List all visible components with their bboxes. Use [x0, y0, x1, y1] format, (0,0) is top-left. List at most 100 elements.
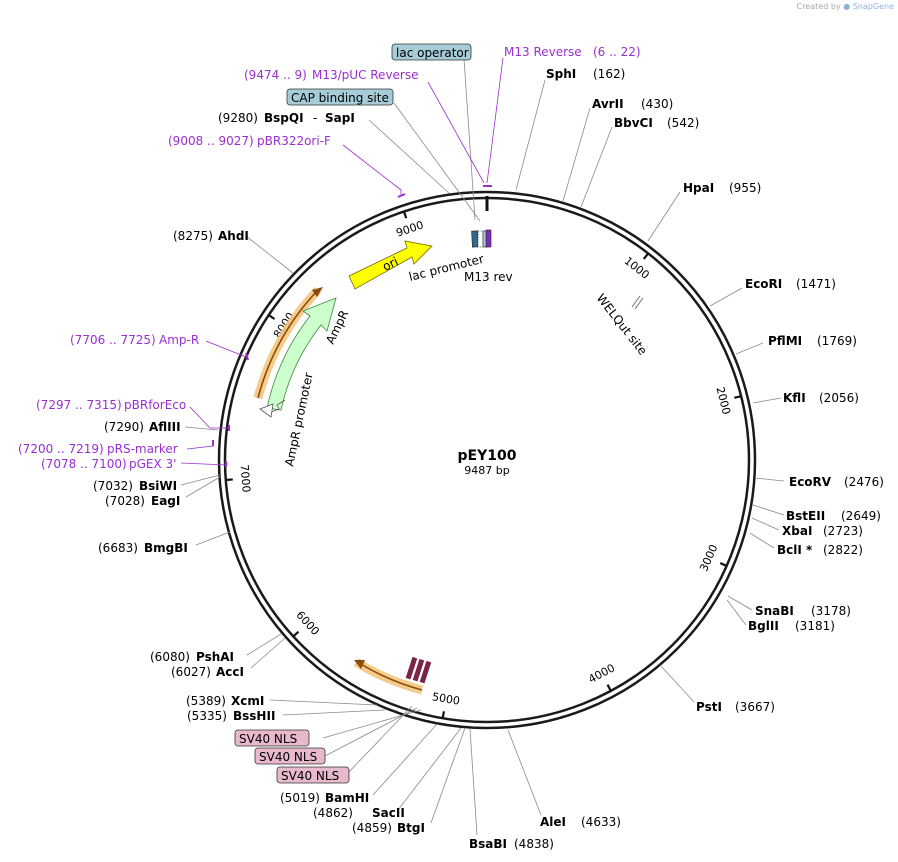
tick-mark-7000 [225, 478, 233, 482]
enzyme-labels: SphI (162) AvrII (430) BbvCI (542) HpaI … [93, 67, 884, 851]
enzyme-acci: AccI [216, 665, 244, 679]
tick-label-7000: 7000 [238, 464, 253, 493]
credit-brand: SnapGene [852, 2, 894, 11]
ampr-arrow [266, 297, 337, 411]
ori-label: ori [380, 254, 400, 273]
callout-sv40-nls-3: SV40 NLS [281, 769, 339, 783]
primer-amp-r: Amp-R [159, 333, 199, 347]
tick-mark-6000 [292, 630, 300, 638]
enzyme-sacii: SacII [372, 806, 405, 820]
enzyme-bmgbi: BmgBI [144, 541, 188, 555]
primer-pbr322ori-f: pBR322ori-F [257, 134, 331, 148]
tick-mark-5000 [441, 711, 445, 719]
enzyme-bglii-pos: (3181) [795, 619, 835, 633]
primer-prs-marker-range: (7200 .. 7219) [18, 442, 104, 456]
m13-rev-feature [485, 229, 492, 248]
backbone-outer-ring [217, 190, 757, 730]
callout-lac-operator: lac operator [396, 46, 469, 60]
tick-label-4000: 4000 [586, 661, 617, 686]
enzyme-ecori: EcoRI [745, 277, 782, 291]
snapgene-credit: Created by ● SnapGene [797, 2, 894, 11]
tick-mark-1000 [642, 252, 649, 260]
enzyme-bsshii: BssHII [233, 709, 275, 723]
enzyme-ecorv: EcoRV [789, 475, 832, 489]
primer-labels: M13 Reverse (6 .. 22) M13/pUC Reverse (9… [18, 45, 641, 471]
enzyme-xbai-pos: (2723) [823, 524, 863, 538]
lac-region-features [471, 229, 492, 248]
sv40-nls-features [405, 656, 432, 684]
primer-m13puc-reverse: M13/pUC Reverse [312, 68, 419, 82]
enzyme-bsabi-pos: (4838) [514, 837, 554, 851]
enzyme-btgi-pos: (4859) [352, 821, 392, 835]
primer-m13puc-reverse-range: (9474 .. 9) [244, 68, 307, 82]
enzyme-alei: AleI [540, 815, 566, 829]
tick-label-5000: 5000 [431, 690, 461, 708]
primer-pbrforeco-range: (7297 .. 7315) [36, 398, 122, 412]
enzyme-snabi-pos: (3178) [811, 604, 851, 618]
callout-sv40-nls-2-box [254, 747, 326, 765]
enzyme-bsabi: BsaBI [469, 837, 507, 851]
primer-pbr322ori-f-range: (9008 .. 9027) [168, 134, 254, 148]
primer-pgex3-range: (7078 .. 7100) [41, 457, 127, 471]
tick-label-9000: 9000 [395, 218, 426, 239]
enzyme-bsiwi-pos: (7032) [93, 479, 133, 493]
cap-binding-feature [471, 230, 479, 248]
primer-m13-reverse-range: (6 .. 22) [593, 45, 641, 59]
tick-mark-9000 [402, 211, 408, 219]
enzyme-bglii: BglII [748, 619, 779, 633]
enzyme-pshai: PshAI [196, 650, 234, 664]
enzyme-pshai-pos: (6080) [150, 650, 190, 664]
tick-label-3000: 3000 [697, 543, 720, 574]
enzyme-bcli-pos: (2822) [823, 543, 863, 557]
enzyme-bmgbi-pos: (6683) [98, 541, 138, 555]
tick-mark-4000 [606, 684, 612, 692]
plasmid-name: pEY100 [458, 448, 517, 464]
callout-sv40-nls-2: SV40 NLS [259, 750, 317, 764]
callout-sv40-nls-3-box [276, 766, 350, 784]
enzyme-afliii-pos: (7290) [104, 420, 144, 434]
enzyme-hpai-pos: (955) [729, 181, 761, 195]
enzyme-sphi: SphI [546, 67, 576, 81]
credit-prefix: Created by [796, 2, 841, 11]
enzyme-ecorv-pos: (2476) [844, 475, 884, 489]
snapgene-logo-icon: ● [843, 2, 851, 11]
callout-lac-operator-box [391, 43, 472, 61]
enzyme-ahdi-pos: (8275) [173, 229, 213, 243]
enzyme-avrii-pos: (430) [641, 97, 673, 111]
tick-label-1000: 1000 [622, 254, 652, 281]
enzyme-eagi-pos: (7028) [105, 494, 145, 508]
enzyme-bspqi-sep: - [313, 111, 317, 125]
ori-arrow [348, 240, 433, 290]
enzyme-psti: PstI [696, 700, 722, 714]
ampr-orf-line [257, 289, 319, 399]
enzyme-bsteii: BstEII [786, 509, 825, 523]
enzyme-pflmi-pos: (1769) [817, 334, 857, 348]
plasmid-size: 9487 bp [464, 464, 509, 477]
callout-cap-binding: CAP binding site [291, 91, 389, 105]
enzyme-bamhi: BamHI [325, 791, 369, 805]
enzyme-ahdi: AhdI [218, 229, 249, 243]
enzyme-pflmi: PflMI [768, 334, 802, 348]
enzyme-bspqi: BspQI [264, 111, 304, 125]
enzyme-psti-pos: (3667) [735, 700, 775, 714]
primer-sites [212, 185, 492, 467]
enzyme-bsiwi: BsiWI [139, 479, 177, 493]
primer-amp-r-range: (7706 .. 7725) [70, 333, 156, 347]
m13-rev-label: M13 rev [464, 270, 513, 284]
enzyme-eagi: EagI [151, 494, 180, 508]
ampr-promoter-arrow [259, 403, 274, 418]
enzyme-bspqi-pos: (9280) [218, 111, 258, 125]
enzyme-bsteii-pos: (2649) [841, 509, 881, 523]
callout-cap-binding-box [286, 88, 394, 106]
ampr-orf-arrowhead [312, 287, 323, 297]
primer-m13-reverse: M13 Reverse [504, 45, 582, 59]
enzyme-alei-pos: (4633) [581, 815, 621, 829]
enzyme-leaders [180, 58, 785, 836]
enzyme-kfli-pos: (2056) [819, 391, 859, 405]
enzyme-avrii: AvrII [592, 97, 624, 111]
tick-mark-8000 [268, 314, 276, 320]
enzyme-xbai: XbaI [782, 524, 812, 538]
enzyme-acci-pos: (6027) [171, 665, 211, 679]
enzyme-bsshii-pos: (5335) [187, 709, 227, 723]
